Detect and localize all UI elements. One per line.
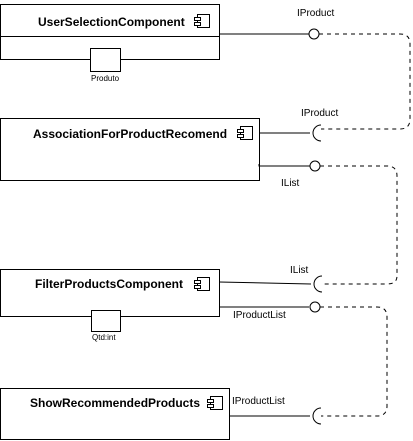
component-show[interactable]: ShowRecommendedProducts bbox=[0, 388, 230, 440]
interface-label: IProductList bbox=[233, 310, 286, 321]
provided-interface-user[interactable]: IProduct bbox=[219, 8, 334, 40]
interface-label: IProduct bbox=[301, 108, 338, 119]
socket-arc bbox=[312, 407, 322, 425]
port-box bbox=[90, 48, 121, 72]
component-user-selection[interactable]: UserSelectionComponent Produto bbox=[0, 4, 220, 84]
lollipop-ball bbox=[308, 28, 320, 40]
lollipop-ball bbox=[309, 160, 321, 172]
component-title: AssociationForProductRecomend bbox=[33, 127, 227, 141]
socket-arc bbox=[312, 124, 322, 142]
lollipop-ball bbox=[309, 301, 321, 313]
interface-label: IProductList bbox=[232, 396, 285, 407]
component-title: UserSelectionComponent bbox=[38, 15, 185, 29]
interface-label: IList bbox=[281, 178, 300, 189]
component-icon bbox=[207, 396, 223, 410]
provided-interface-filter[interactable]: IProductList bbox=[219, 301, 321, 321]
component-association[interactable]: AssociationForProductRecomend bbox=[0, 118, 260, 181]
interface-label: IList bbox=[290, 265, 309, 276]
required-interface-association[interactable]: IProduct bbox=[259, 108, 338, 142]
port-label: Produto bbox=[91, 74, 120, 83]
component-filter[interactable]: FilterProductsComponent Qtd:int bbox=[0, 269, 220, 343]
component-icon bbox=[194, 14, 210, 28]
port-box bbox=[91, 310, 121, 332]
component-title: FilterProductsComponent bbox=[35, 277, 183, 291]
provided-interface-association[interactable]: IList bbox=[258, 160, 321, 189]
port-label: Qtd:int bbox=[92, 333, 116, 342]
assembly-connector-ilist[interactable] bbox=[320, 165, 398, 285]
component-title: ShowRecommendedProducts bbox=[30, 396, 200, 410]
component-icon bbox=[194, 277, 210, 291]
required-interface-filter[interactable]: IList bbox=[218, 265, 323, 293]
component-icon bbox=[237, 126, 253, 140]
required-interface-show[interactable]: IProductList bbox=[229, 396, 322, 425]
assembly-connector-iproduct[interactable] bbox=[319, 33, 411, 130]
socket-arc bbox=[313, 275, 323, 293]
interface-label: IProduct bbox=[297, 8, 334, 19]
assembly-connector-iproductlist[interactable] bbox=[320, 306, 388, 417]
